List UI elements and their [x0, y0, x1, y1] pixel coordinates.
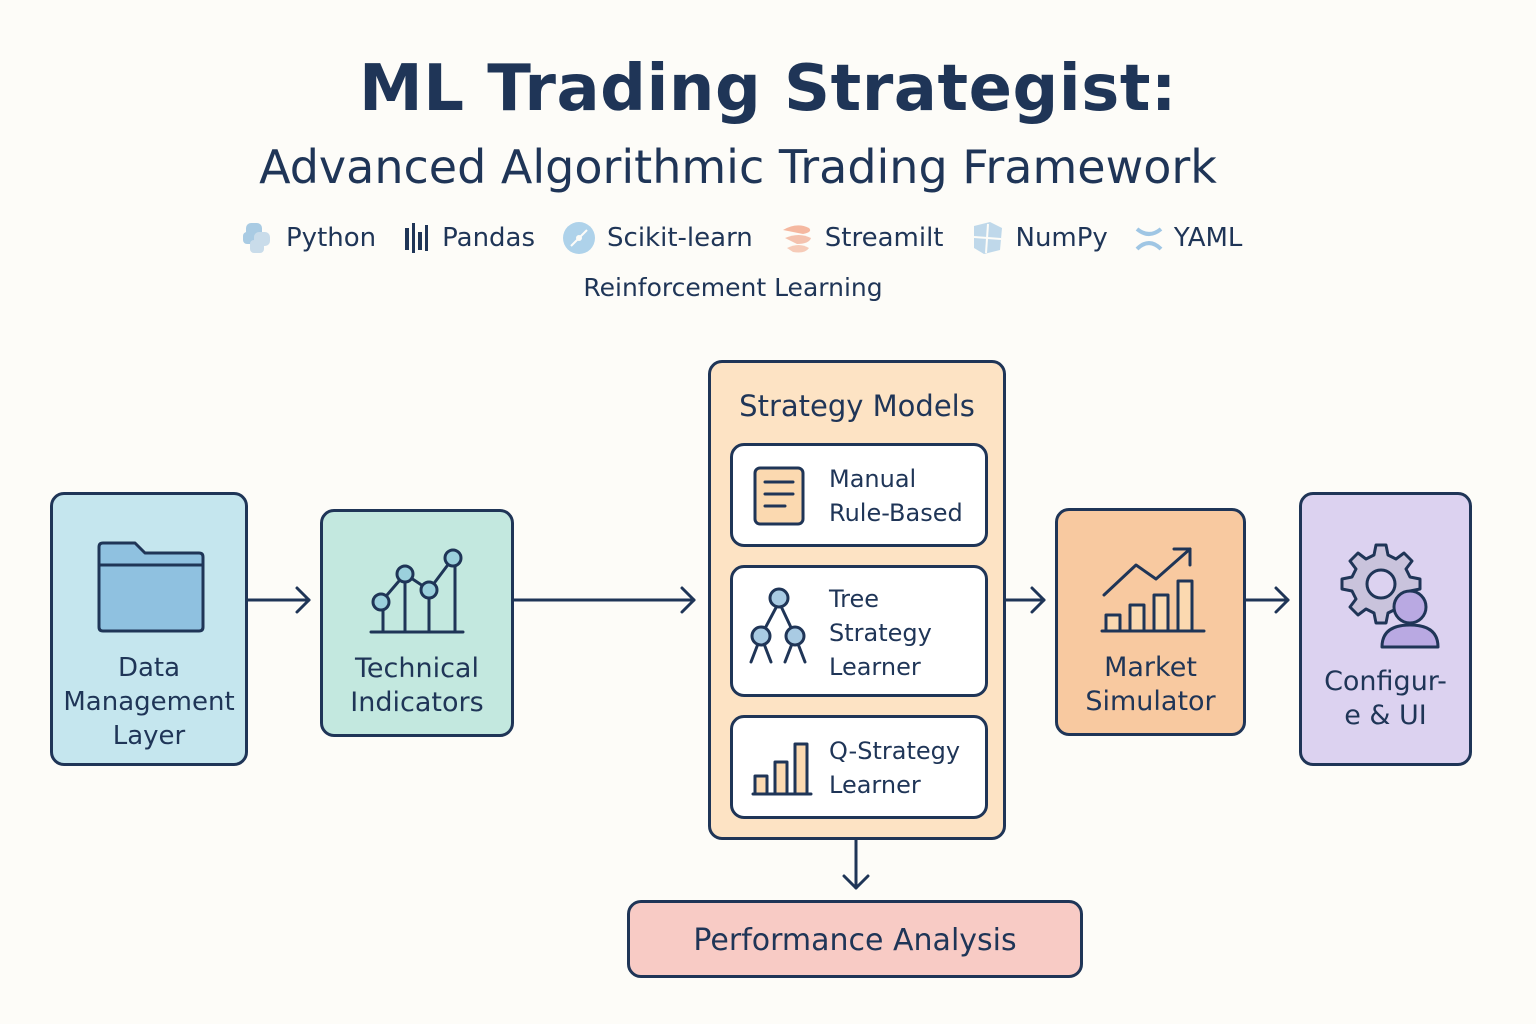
page-title: ML Trading Strategist:: [359, 52, 1177, 126]
strategy-item-manual-label: Manual Rule-Based: [829, 465, 963, 527]
node-label-data-management: Data Management Layer: [63, 653, 235, 751]
node-label-technical-indicators: Technical Indicators: [350, 653, 484, 718]
scikit-learn-icon: [563, 222, 596, 254]
yaml-icon: [1135, 227, 1163, 251]
node-data-management: Data Management Layer: [50, 492, 248, 766]
tech-stack-row: Python Pandas Scikit-learn Streamilt: [240, 220, 1268, 256]
tech-label-numpy: NumPy: [1015, 223, 1108, 253]
numpy-icon: [973, 222, 1002, 254]
bar-chart-icon: [751, 742, 813, 796]
node-configuration-ui: Configur- e & UI: [1299, 492, 1472, 766]
tech-item-pandas: Pandas: [402, 220, 535, 256]
arrow-indicators-to-strategy: [512, 586, 696, 614]
arrow-simulator-to-config: [1244, 586, 1290, 614]
tech-item-streamlit: Streamilt: [779, 220, 944, 256]
folder-icon: [97, 541, 205, 633]
node-performance-analysis: Performance Analysis: [627, 900, 1083, 978]
tech-item-yaml: YAML: [1134, 223, 1243, 253]
node-label-configuration-ui: Configur- e & UI: [1324, 666, 1447, 731]
tech-item-numpy: NumPy: [970, 220, 1108, 256]
node-strategy-models: Strategy Models Manual Rule-Based: [708, 360, 1006, 840]
tech-label-python: Python: [286, 223, 377, 253]
strategy-item-q-learner-label: Q-Strategy Learner: [829, 737, 961, 799]
arrow-data-to-indicators: [246, 586, 311, 614]
arrow-strategy-to-performance: [842, 838, 870, 890]
document-icon: [753, 466, 805, 526]
strategy-item-manual: Manual Rule-Based: [730, 443, 988, 547]
line-chart-icon: [369, 548, 465, 634]
strategy-item-tree-label: Tree Strategy Learner: [829, 585, 932, 681]
gear-user-icon: [1340, 543, 1440, 649]
tech-item-python: Python: [240, 220, 376, 256]
tech-label-pandas: Pandas: [442, 223, 536, 253]
tech-label-reinforcement-learning: Reinforcement Learning: [583, 273, 883, 302]
strategy-item-tree: Tree Strategy Learner: [730, 565, 988, 697]
tech-label-scikit-learn: Scikit-learn: [607, 223, 753, 253]
growth-chart-icon: [1100, 547, 1206, 633]
strategy-models-title: Strategy Models: [739, 389, 975, 423]
node-label-market-simulator: Market Simulator: [1085, 652, 1216, 717]
pandas-icon: [405, 223, 429, 253]
page-subtitle: Advanced Algorithmic Trading Framework: [259, 140, 1217, 194]
node-label-performance-analysis: Performance Analysis: [693, 923, 1017, 958]
tree-icon: [749, 587, 807, 664]
python-icon: [243, 223, 270, 253]
tech-label-streamlit: Streamilt: [824, 223, 944, 253]
streamlit-icon: [782, 225, 811, 253]
node-market-simulator: Market Simulator: [1055, 508, 1246, 736]
arrow-strategy-to-simulator: [1004, 586, 1046, 614]
tech-item-scikit-learn: Scikit-learn: [561, 220, 753, 256]
strategy-item-q-learner: Q-Strategy Learner: [730, 715, 988, 819]
tech-label-yaml: YAML: [1173, 223, 1243, 253]
node-technical-indicators: Technical Indicators: [320, 509, 514, 737]
